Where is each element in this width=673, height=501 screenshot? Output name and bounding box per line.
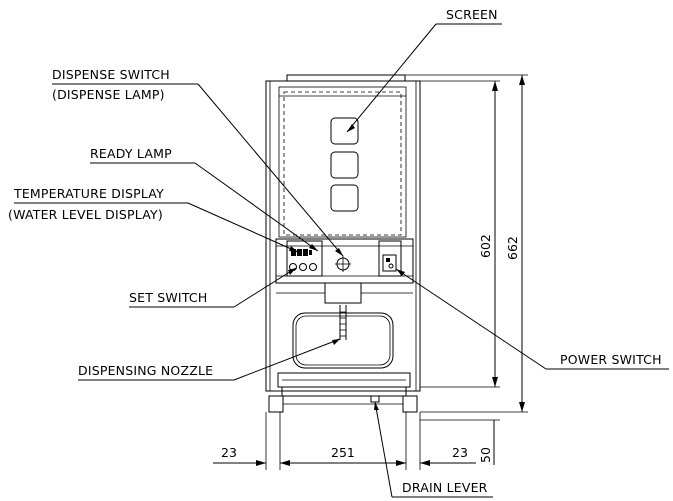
power-switch-label: POWER SWITCH xyxy=(560,352,662,367)
label-set-switch: SET SWITCH xyxy=(129,267,297,308)
dimension-662: 662 xyxy=(505,236,520,260)
right-control-panel xyxy=(378,240,402,277)
ready-lamp-label: READY LAMP xyxy=(90,146,172,161)
horizontal-dimensions: 23 251 23 xyxy=(213,412,476,470)
label-temperature-display: TEMPERATURE DISPLAY (WATER LEVEL DISPLAY… xyxy=(8,186,299,253)
label-ready-lamp: READY LAMP xyxy=(90,146,319,252)
label-dispensing-nozzle: DISPENSING NOZZLE xyxy=(78,338,341,381)
dispense-lamp-label: (DISPENSE LAMP) xyxy=(52,87,165,102)
label-dispense-switch: DISPENSE SWITCH (DISPENSE LAMP) xyxy=(52,67,344,257)
set-switch-label: SET SWITCH xyxy=(129,290,207,305)
nozzle-body xyxy=(339,305,347,340)
machine-outline xyxy=(265,74,421,413)
label-screen: SCREEN xyxy=(346,7,502,133)
dispensing-nozzle-label: DISPENSING NOZZLE xyxy=(78,363,213,378)
vertical-dimensions: 602 662 50 xyxy=(405,74,528,465)
screen-windows xyxy=(330,117,359,212)
dispense-switch-label: DISPENSE SWITCH xyxy=(52,67,170,82)
label-drain-lever: DRAIN LEVER xyxy=(374,401,493,498)
dimension-602: 602 xyxy=(478,234,493,258)
drain-lever-label: DRAIN LEVER xyxy=(402,480,488,495)
dimension-23-right: 23 xyxy=(452,445,468,460)
dimension-251: 251 xyxy=(331,445,355,460)
dimension-50: 50 xyxy=(478,447,493,463)
temperature-display-label: TEMPERATURE DISPLAY xyxy=(13,186,164,201)
dimension-23-left: 23 xyxy=(221,445,237,460)
dispense-switch-symbol xyxy=(335,256,351,272)
label-power-switch: POWER SWITCH xyxy=(395,268,669,370)
screen-label: SCREEN xyxy=(446,7,498,22)
water-level-display-label: (WATER LEVEL DISPLAY) xyxy=(8,207,163,222)
